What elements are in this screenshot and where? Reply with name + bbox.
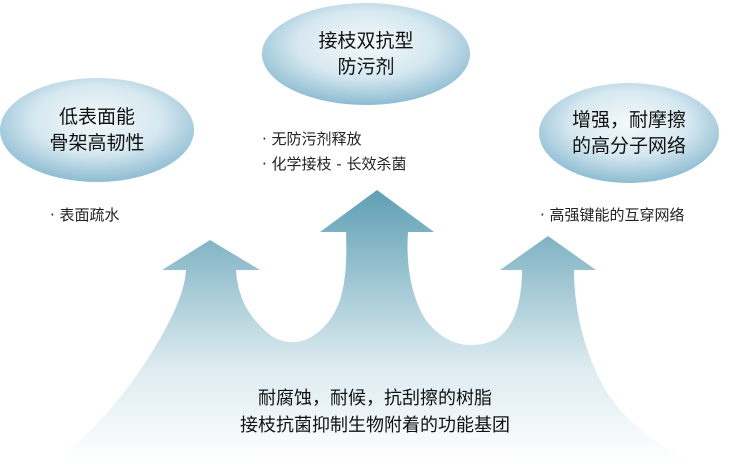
node-left-line2: 骨架高韧性 bbox=[49, 132, 145, 154]
base-label: 耐腐蚀，耐候，抗刮擦的树脂 接枝抗菌抑制生物附着的功能基团 bbox=[0, 385, 750, 439]
node-top-bullet-1: · 无防污剂释放 bbox=[262, 130, 362, 148]
node-top-title: 接枝双抗型 防污剂 bbox=[286, 28, 446, 80]
node-top-bullet-2: · 化学接枝 - 长效杀菌 bbox=[262, 155, 407, 173]
node-left-title: 低表面能 骨架高韧性 bbox=[17, 104, 177, 156]
node-right-bullet: · 高强键能的互穿网络 bbox=[540, 206, 685, 224]
node-top-line2: 防污剂 bbox=[337, 56, 395, 78]
node-left-bullet: · 表面疏水 bbox=[50, 206, 120, 224]
arrow-shape bbox=[55, 190, 700, 462]
node-right-title: 增强，耐摩擦 的高分子网络 bbox=[549, 107, 709, 159]
node-right-line2: 的高分子网络 bbox=[571, 135, 686, 157]
ellipse-top bbox=[262, 3, 470, 105]
ellipse-left bbox=[0, 78, 194, 182]
node-top-line1: 接枝双抗型 bbox=[318, 30, 414, 52]
base-line1: 耐腐蚀，耐候，抗刮擦的树脂 bbox=[258, 388, 492, 409]
node-right-line1: 增强，耐摩擦 bbox=[571, 109, 686, 131]
ellipse-right bbox=[539, 83, 719, 183]
base-line2: 接枝抗菌抑制生物附着的功能基团 bbox=[240, 415, 510, 436]
node-left-line1: 低表面能 bbox=[58, 106, 135, 128]
